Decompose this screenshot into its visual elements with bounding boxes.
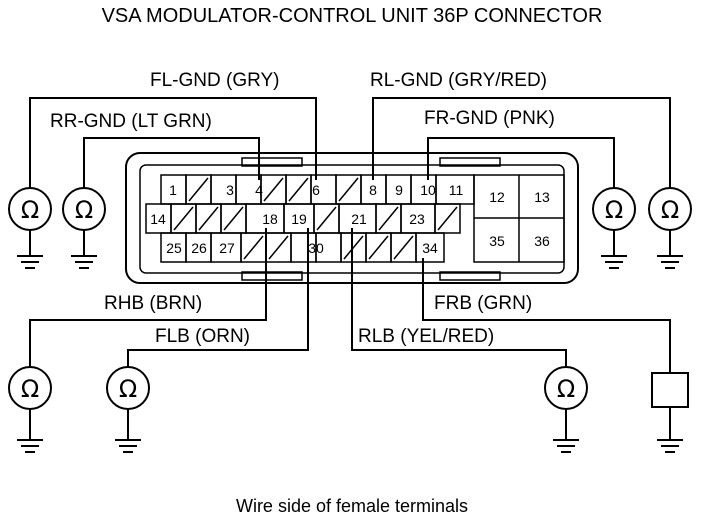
- label-fl-gnd: FL-GND (GRY): [150, 70, 279, 91]
- label-frb: FRB (GRN): [434, 293, 532, 314]
- ohmmeter-rhb: Ω: [8, 366, 52, 453]
- label-rl-gnd: RL-GND (GRY/RED): [370, 70, 547, 91]
- pin-3: 3: [226, 182, 234, 198]
- pin-19: 19: [291, 211, 307, 227]
- ohmmeter-rlb: Ω: [544, 366, 588, 453]
- pin-grid: [145, 174, 565, 263]
- ohmmeter-rr-gnd: Ω: [62, 187, 106, 269]
- label-rr-gnd: RR-GND (LT GRN): [50, 111, 212, 132]
- ohmmeter-fl-gnd: Ω: [8, 187, 52, 269]
- ohm-icon: Ω: [119, 375, 137, 403]
- pin-1: 1: [169, 182, 177, 198]
- ohm-icon: Ω: [21, 196, 39, 224]
- pin-34: 34: [422, 240, 438, 256]
- pin-18: 18: [262, 211, 278, 227]
- empty-cavity-marks: [173, 177, 458, 260]
- pin-21: 21: [351, 211, 367, 227]
- pin-30: 30: [308, 240, 324, 256]
- pin-26: 26: [191, 240, 207, 256]
- footer-caption: Wire side of female terminals: [236, 496, 468, 516]
- ohm-icon: Ω: [557, 375, 575, 403]
- pin-11: 11: [449, 182, 464, 198]
- pin-8: 8: [369, 182, 377, 198]
- ohmmeter-rl-gnd: Ω: [648, 187, 692, 269]
- pin-9: 9: [395, 182, 403, 198]
- ohmmeter-flb: Ω: [106, 366, 150, 453]
- pin-12: 12: [489, 189, 505, 205]
- label-fr-gnd: FR-GND (PNK): [424, 108, 555, 129]
- ohm-icon: Ω: [605, 196, 623, 224]
- ohm-icon: Ω: [661, 196, 679, 224]
- pin-14: 14: [150, 211, 166, 227]
- pin-4: 4: [255, 182, 263, 198]
- ohm-icon: Ω: [21, 375, 39, 403]
- label-rhb: RHB (BRN): [104, 293, 202, 314]
- wires: [29, 97, 671, 373]
- pin-36: 36: [534, 233, 550, 249]
- label-rlb: RLB (YEL/RED): [358, 326, 494, 347]
- pin-35: 35: [489, 233, 505, 249]
- pin-numbers: 1 3 4 6 8 9 10 11 12 13 14 18 19 21 23 2…: [150, 182, 550, 256]
- ohmmeter-fr-gnd: Ω: [592, 187, 636, 269]
- ohm-icon: Ω: [75, 196, 93, 224]
- pin-23: 23: [409, 211, 425, 227]
- pin-13: 13: [534, 189, 550, 205]
- pin-10: 10: [420, 182, 436, 198]
- diagram-title: VSA MODULATOR-CONTROL UNIT 36P CONNECTOR: [102, 5, 603, 27]
- pin-6: 6: [312, 182, 320, 198]
- pin-25: 25: [166, 240, 182, 256]
- meter-box-frb: [651, 372, 689, 453]
- pin-27: 27: [219, 240, 235, 256]
- label-flb: FLB (ORN): [155, 326, 250, 347]
